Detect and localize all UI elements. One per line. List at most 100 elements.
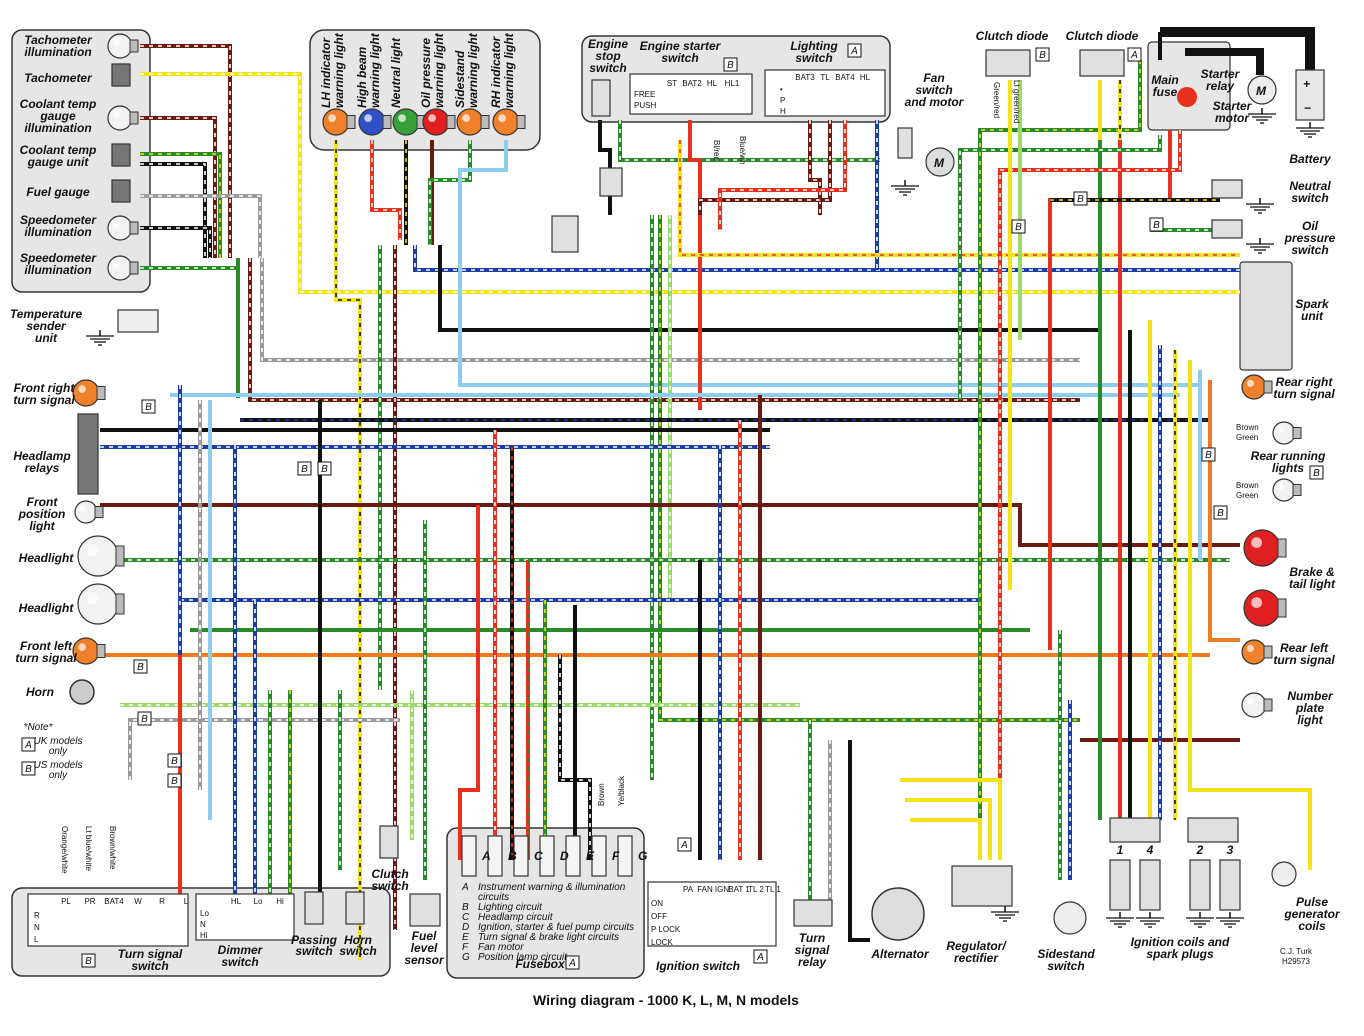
regulator-label-0: Regulator/: [946, 939, 1007, 953]
starter-col-2: HL: [707, 79, 718, 88]
warning-bulb-5: [492, 108, 526, 136]
lighting-col-2: BAT4: [835, 73, 855, 82]
wire-marker-b-0: B: [145, 402, 152, 413]
dimmer-row-0: Lo: [200, 909, 209, 918]
note-a-key: A: [24, 740, 32, 751]
wire-rh-run: [458, 245, 1200, 387]
clutch-switch-label-1: switch: [371, 879, 408, 893]
wire-fuel-run-tracer: [261, 258, 1080, 361]
coil-ground-2: [1186, 912, 1214, 928]
instrument-unit-0: [111, 63, 131, 87]
temp-sender-label-0: Temperature: [10, 307, 83, 321]
wire-marker-b-1: B: [301, 464, 308, 475]
wire-marker-b-11-box: [1213, 505, 1228, 520]
wire-pulse: [1188, 360, 1312, 870]
warning-bulb-2: [392, 108, 426, 136]
clutch-diode-a-key: A: [1130, 50, 1138, 61]
ignition-coils-label-0: Ignition coils and: [1131, 935, 1230, 949]
fuse-legend-1-1: Lighting circuit: [478, 902, 543, 913]
ign-row-0: ON: [651, 899, 663, 908]
note-header-0: *Note*: [24, 722, 54, 733]
dimmer-col-1: Lo: [254, 897, 263, 906]
clutch-diode-b-label-0: Clutch diode: [976, 29, 1049, 43]
starter-motor-m: M: [1256, 84, 1267, 98]
wire-hb: [370, 140, 402, 240]
ignition-switch-table: [647, 881, 777, 947]
dimmer-col-2: Hi: [276, 897, 284, 906]
sidestand-label-0: Sidestand: [1037, 947, 1095, 961]
turn-col-0: PL: [61, 897, 71, 906]
oil-switch-label-0: Oil: [1302, 219, 1319, 233]
brake-tail-label-0: Brake &: [1289, 565, 1334, 579]
wire-label-ye-black: Ye/black: [617, 775, 626, 806]
number-plate-label-2: light: [1297, 713, 1323, 727]
lighting-switch-label-1: switch: [795, 51, 832, 65]
fuse-G: [617, 835, 633, 877]
wire-marker-b-1-box: [297, 461, 312, 476]
wire-alt-y3: [910, 818, 982, 860]
warning-label-1-1: warning light: [368, 32, 382, 108]
fan-label-0: Fan: [923, 71, 944, 85]
dimmer-col-0: HL: [231, 897, 242, 906]
rear-running-key: B: [1313, 468, 1320, 479]
fuse-E: [565, 835, 581, 877]
wire-marker-b-9-box: [1149, 217, 1164, 232]
engine-starter-label-1: switch: [661, 51, 698, 65]
pulse-generator: [1271, 861, 1297, 887]
spark-unit-label-0: Spark: [1295, 297, 1330, 311]
wire-marker-b-3-box: [133, 659, 148, 674]
ignition-coil-1: [1109, 859, 1131, 911]
rear-right-turn-label-0: Rear right: [1276, 375, 1334, 389]
ign-col-1: FAN: [697, 885, 713, 894]
main-fuse-panel: [1147, 41, 1231, 131]
fuse-legend-0-0: A: [461, 882, 469, 893]
fan-ground: [891, 180, 919, 196]
starter-relay-label-1: relay: [1206, 79, 1235, 93]
ignition-switch-label-0: Ignition switch: [656, 959, 740, 973]
wire-neutral-run: [413, 245, 1240, 272]
oil-pressure-switch: [1211, 219, 1243, 239]
wire-label-green-1: Green: [1236, 491, 1258, 500]
engine-starter-key-box: [723, 57, 738, 72]
ignition-coil-3: [1189, 859, 1211, 911]
wire-hb-tracer: [371, 140, 401, 240]
turn-row-2: L: [34, 935, 39, 944]
fan-motor: [925, 147, 955, 177]
wire-marker-b-8: B: [1015, 222, 1022, 233]
ign-col-0: PA: [683, 885, 694, 894]
starter-row-1: PUSH: [634, 101, 656, 110]
lighting-row-1: P: [780, 96, 785, 105]
headlamp-relays: [77, 413, 99, 495]
instrument-label-1-0: Tachometer: [24, 71, 93, 85]
fuse-B: [487, 835, 503, 877]
spark-unit-box: [1239, 261, 1293, 371]
fuse-A: [461, 835, 477, 877]
wire-label-brown: Brown: [597, 783, 606, 806]
brake-tail-bulb-1: [1243, 529, 1287, 567]
wire-marker-b-0-box: [141, 399, 156, 414]
horn: [69, 679, 95, 705]
instrument-label-3-1: gauge unit: [27, 155, 90, 169]
fuse-F: [591, 835, 607, 877]
starter-col-1: BAT2: [682, 79, 702, 88]
rear-running-label-1: lights: [1272, 461, 1304, 475]
fuse-legend-0-1: Instrument warning & illumination: [478, 882, 626, 893]
turn-switch-label-1: switch: [131, 959, 168, 973]
warning-bulb-1: [358, 108, 392, 136]
engine-stop-label-2: switch: [589, 61, 626, 75]
rear-running-bulb-1: [1272, 421, 1302, 445]
fuse-letter-F: F: [612, 849, 620, 863]
oil-switch-label-2: switch: [1291, 243, 1328, 257]
wire-coolant-gauge: [140, 152, 222, 258]
warning-bulb-0: [322, 108, 356, 136]
turn-switch-key-box: [81, 953, 96, 968]
note-b-text-0: US models: [34, 760, 83, 771]
clutch-diode-b: [985, 49, 1031, 77]
wire-start-tracer: [619, 120, 880, 161]
starter-col-3: HL1: [725, 79, 740, 88]
note-b-text-1: only: [49, 770, 68, 781]
fuse-letter-D: D: [560, 849, 569, 863]
wire-marker-b-11: B: [1217, 508, 1224, 519]
turn-relay-label-2: relay: [798, 955, 827, 969]
